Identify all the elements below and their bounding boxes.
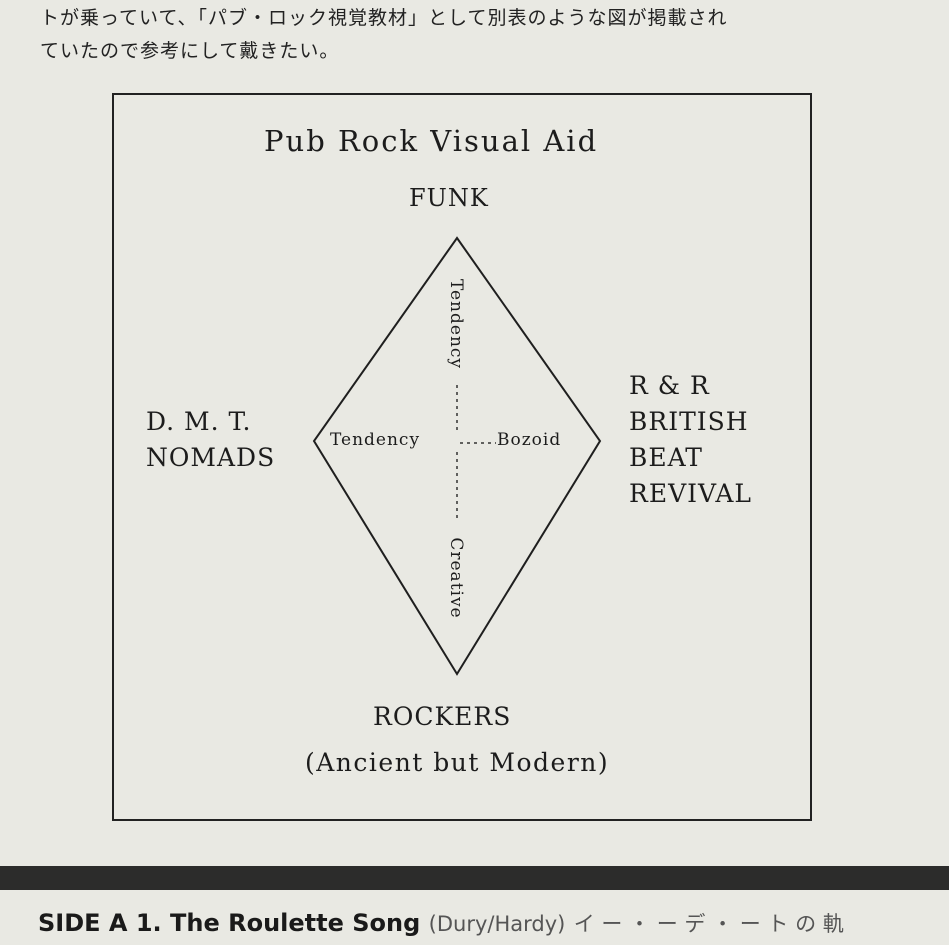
intro-line-1: トが乗っていて、「パブ・ロック視覚教材」として別表のような図が掲載され [40,7,728,29]
track-title: The Roulette Song [170,909,421,937]
track-number: 1. [135,909,162,937]
label-right-line-3: BEAT [629,443,703,472]
label-funk: FUNK [409,184,489,212]
dark-band [0,866,949,890]
trailing-text: イ ー ・ ー デ ・ ー ト の 軌 [573,912,844,936]
diagram-frame [112,93,812,821]
side-label: SIDE A [38,909,128,937]
diamond-shape [312,236,602,676]
axis-label-bottom: Creative [446,537,466,619]
label-right-line-4: REVIVAL [629,479,753,508]
label-ancient-but-modern: (Ancient but Modern) [305,748,610,777]
diagram-lines [312,236,602,676]
track-credits: (Dury/Hardy) [428,912,566,936]
label-left-line-2: NOMADS [146,443,276,472]
intro-text: トが乗っていて、「パブ・ロック視覚教材」として別表のような図が掲載され ていたの… [40,2,940,68]
label-left: D. M. T. NOMADS [146,404,275,476]
label-left-line-1: D. M. T. [146,407,252,436]
axis-label-top: Tendency [446,278,466,370]
axis-label-left: Tendency [330,430,421,450]
intro-line-2: ていたので参考にして戴きたい。 [40,40,340,62]
label-rockers: ROCKERS [373,702,512,731]
track-heading: SIDE A 1. The Roulette Song (Dury/Hardy)… [38,902,949,937]
label-right-line-1: R & R [629,371,710,400]
axis-label-right: Bozoid [497,430,562,450]
diagram-title: Pub Rock Visual Aid [264,124,599,158]
label-right-line-2: BRITISH [629,407,749,436]
label-right: R & R BRITISH BEAT REVIVAL [629,368,752,512]
